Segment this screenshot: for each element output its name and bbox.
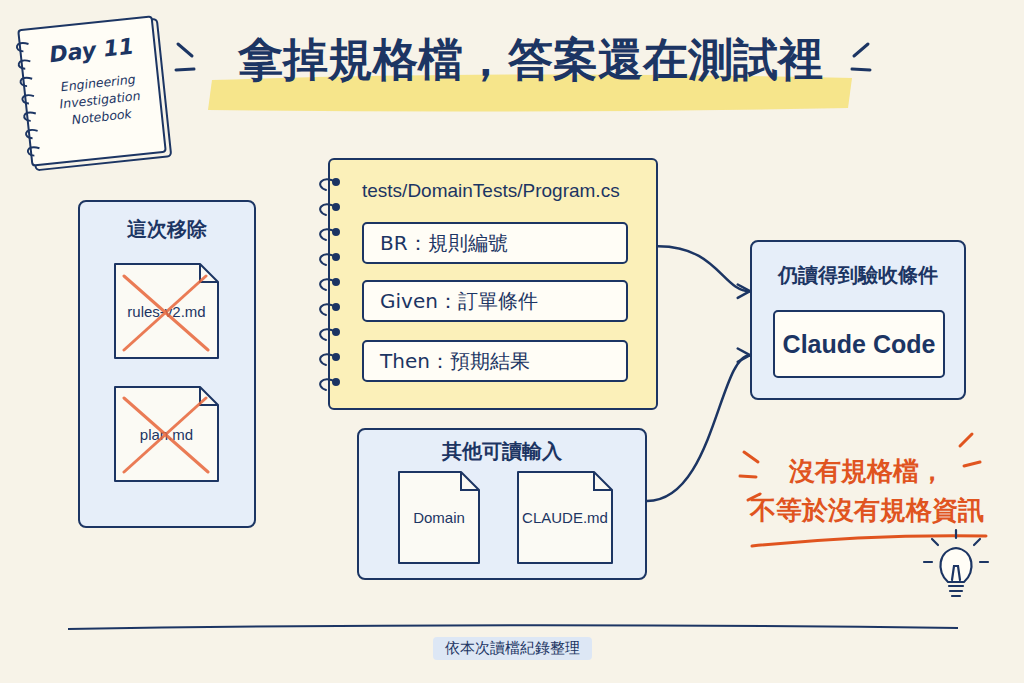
cross-mark: [124, 398, 208, 472]
group-box: 其他可讀輸入 Domain CLAUDE.md: [357, 428, 647, 580]
bulb-filament: [952, 566, 960, 580]
title: 拿掉規格檔，答案還在測試裡: [200, 30, 860, 90]
spiral-hole: [333, 279, 339, 285]
spiral-ring: [17, 42, 30, 52]
connector-arrow: [647, 349, 750, 502]
box-heading: 其他可讀輸入: [359, 438, 645, 465]
file-page: [399, 472, 479, 563]
arrow-head: [738, 285, 750, 298]
file-name: Domain: [413, 509, 465, 526]
group-box: 仍讀得到驗收條件 Claude Code: [750, 240, 966, 400]
spiral-ring: [320, 304, 336, 315]
field-row: Given：訂單條件: [362, 280, 628, 322]
spiral-hole: [333, 329, 339, 335]
removed-marks: [124, 276, 208, 472]
title-mark: [176, 69, 194, 70]
file-fold: [461, 472, 479, 490]
spiral-hole: [333, 379, 339, 385]
bulb-base: [949, 586, 963, 596]
code-notebook: tests/DomainTests/Program.csBR：規則編號 Given…: [328, 158, 658, 410]
file-fold: [594, 472, 612, 490]
notebook-subtitle: Engineering Investigation Notebook: [45, 70, 156, 131]
file-name: rules-v2.md: [127, 303, 205, 320]
title-mark: [178, 44, 192, 56]
connector-arrow: [658, 246, 750, 298]
cross-mark: [124, 276, 206, 350]
file-name: plan.md: [140, 426, 193, 443]
file-page: [518, 472, 612, 563]
field-text: Then：預期結果: [380, 348, 530, 375]
title-mark: [854, 44, 868, 56]
spiral-hole: [333, 229, 339, 235]
file-fold: [200, 387, 218, 405]
spiral-hole: [333, 354, 339, 360]
spiral-ring: [26, 129, 39, 139]
spiral-ring: [22, 95, 35, 105]
spiral-hole: [333, 304, 339, 310]
bulb-rays: [924, 530, 988, 562]
spiral-hole: [333, 254, 339, 260]
notebook-spiral: [320, 179, 339, 390]
note-mark: [960, 434, 972, 446]
cross-mark: [124, 398, 206, 472]
file-path-heading: tests/DomainTests/Program.cs: [362, 180, 652, 202]
spiral-ring: [320, 204, 336, 215]
field-text: BR：規則編號: [380, 230, 508, 257]
spiral-hole: [333, 179, 339, 185]
note-mark: [964, 462, 980, 466]
field-row: BR：規則編號: [362, 222, 628, 264]
file-name: CLAUDE.md: [522, 509, 608, 526]
title-mark: [852, 69, 870, 70]
spiral-ring: [18, 60, 31, 70]
spiral-ring: [320, 229, 336, 240]
group-box: 這次移除 rules-v2.md plan.md: [78, 200, 256, 528]
box-heading: 仍讀得到驗收條件: [752, 262, 964, 289]
spiral-ring: [320, 379, 336, 390]
spiral-ring: [320, 254, 336, 265]
spiral-ring: [320, 179, 336, 190]
arrow-head: [738, 349, 750, 362]
spiral-ring: [320, 329, 336, 340]
notebook-icon: Day 11Engineering Investigation Notebook: [17, 15, 167, 166]
file-icon: plan.md: [113, 385, 220, 483]
spiral-ring: [24, 112, 37, 122]
box-heading: 這次移除: [80, 216, 254, 243]
tool-box: Claude Code: [773, 310, 945, 378]
cross-mark: [124, 276, 208, 350]
file-icon: rules-v2.md: [113, 262, 220, 360]
notebook-title: Day 11: [33, 32, 151, 69]
caption-row: 依本次讀檔紀錄整理: [0, 637, 1024, 660]
connector-line: [647, 355, 750, 501]
note-marks: [740, 434, 986, 546]
caption: 依本次讀檔紀錄整理: [433, 637, 592, 660]
note-box: 沒有規格檔， 不等於沒有規格資訊: [742, 452, 992, 530]
spiral-hole: [333, 204, 339, 210]
note-text: 沒有規格檔， 不等於沒有規格資訊: [742, 452, 992, 530]
file-page: [115, 387, 218, 481]
connector-line: [658, 246, 750, 291]
spiral-ring: [20, 77, 33, 87]
bulb-glass: [940, 548, 971, 582]
note-underline: [752, 536, 986, 546]
file-page: [115, 264, 218, 358]
note-mark: [744, 452, 758, 462]
spiral-ring: [27, 147, 40, 157]
file-icon: CLAUDE.md: [516, 470, 614, 565]
field-text: Given：訂單條件: [380, 288, 538, 315]
bottom-rule: [68, 625, 958, 629]
field-row: Then：預期結果: [362, 340, 628, 382]
tool-name: Claude Code: [783, 330, 936, 359]
note-mark: [740, 476, 756, 477]
lightbulb-icon: [924, 530, 988, 596]
spiral-ring: [320, 354, 336, 365]
file-icon: Domain: [397, 470, 481, 565]
spiral-ring: [320, 279, 336, 290]
file-fold: [200, 264, 218, 282]
